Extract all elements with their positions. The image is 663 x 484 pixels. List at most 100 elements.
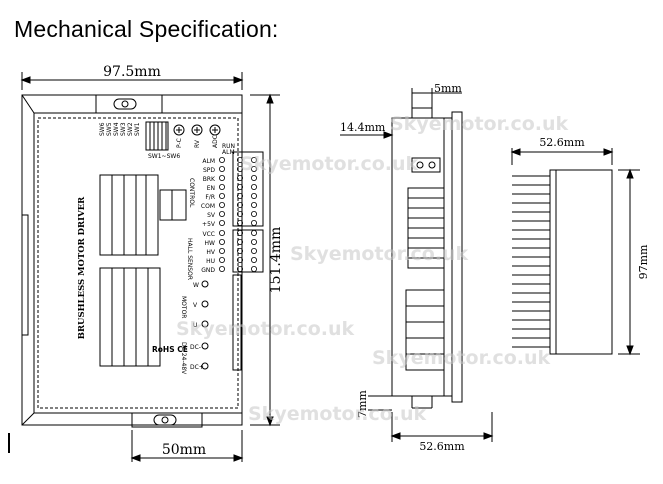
led-label: RUN <box>222 143 235 150</box>
certification-marks: RoHS CE <box>152 345 188 354</box>
control-terminal-labels: ALM SPD BRK EN F/R COM SV +5V CONTROL <box>188 158 216 228</box>
terminal-screws <box>201 156 257 370</box>
watermarks: Skyemotor.co.uk Skyemotor.co.uk Skyemoto… <box>176 113 569 425</box>
terminal-label: V <box>193 302 198 309</box>
terminal-screw <box>236 238 243 245</box>
heatsink-fins <box>512 175 550 348</box>
switch-label: SW2 <box>127 122 134 136</box>
terminal-screw <box>218 165 225 172</box>
switch-label: SW1 <box>134 122 141 136</box>
terminal-screw <box>218 238 225 245</box>
terminal-label: F/R <box>205 194 215 201</box>
terminal-screw <box>201 300 209 308</box>
terminal-screw <box>218 256 225 263</box>
terminal-screw <box>201 362 209 370</box>
bottom-dimension-label: 50mm <box>162 442 206 458</box>
terminal-label: SV <box>207 212 216 219</box>
terminal-screw <box>250 265 257 272</box>
terminal-label: COM <box>201 203 215 210</box>
switch-labels: SW6 SW5 SW4 SW3 SW2 SW1 <box>99 122 141 136</box>
motor-group-label: MOTOR <box>180 296 187 318</box>
terminal-label: DC+ <box>190 364 204 371</box>
heatsink-view <box>510 148 640 356</box>
watermark: Skyemotor.co.uk <box>240 153 419 175</box>
front-view <box>20 72 280 462</box>
terminal-screw <box>236 229 243 236</box>
page-title: Mechanical Specification: <box>14 16 279 42</box>
terminal-screw <box>250 165 257 172</box>
terminal-label: W <box>193 282 199 289</box>
terminal-screw <box>236 201 243 208</box>
terminal-label: GND <box>201 267 215 274</box>
terminal-screw <box>250 210 257 217</box>
terminal-screw <box>218 192 225 199</box>
terminal-screw <box>218 210 225 217</box>
pot-label: ADC <box>212 135 219 148</box>
terminal-screw <box>218 219 225 226</box>
switch-label: SW6 <box>99 122 106 136</box>
terminal-screw <box>218 201 225 208</box>
terminal-screw <box>218 156 225 163</box>
pot-label: RV <box>194 139 201 148</box>
control-group-label: CONTROL <box>188 178 195 208</box>
switch-label: SW4 <box>113 122 120 136</box>
hall-group-label: HALL SENSOR <box>186 238 193 280</box>
terminal-screw <box>250 183 257 190</box>
terminal-screw <box>250 256 257 263</box>
offset-dimension-label: 14.4mm <box>340 121 386 134</box>
heatsink-width-label: 52.6mm <box>539 136 585 149</box>
terminal-screw <box>236 156 243 163</box>
hall-terminal-labels: VCC HW HV HU GND HALL SENSOR <box>186 231 216 280</box>
bottom-tab-dimension-label: 7mm <box>356 390 369 418</box>
terminal-screw <box>236 219 243 226</box>
terminal-screw <box>250 174 257 181</box>
terminal-screw <box>201 342 209 350</box>
terminal-screw <box>236 247 243 254</box>
watermark: Skyemotor.co.uk <box>390 113 569 135</box>
terminal-screw <box>236 174 243 181</box>
terminal-screw <box>250 156 257 163</box>
terminal-label: HV <box>206 249 216 256</box>
dip-label: SW1~SW6 <box>148 153 180 160</box>
terminal-screw <box>236 256 243 263</box>
terminal-label: +5V <box>202 221 216 228</box>
terminal-label: U <box>193 322 197 329</box>
product-name: BRUSHLESS MOTOR DRIVER <box>77 196 87 339</box>
terminal-label: VCC <box>203 231 215 238</box>
terminal-screw <box>201 280 209 288</box>
terminal-screw <box>218 174 225 181</box>
switch-label: SW5 <box>106 122 113 136</box>
tab-dimension-label: 5mm <box>434 82 462 95</box>
terminal-label: ALM <box>202 158 215 165</box>
motor-terminal-labels: W V U MOTOR <box>180 282 199 329</box>
terminal-label: BRK <box>203 176 216 183</box>
terminal-label: DC- <box>190 344 201 351</box>
width-dimension-label: 97.5mm <box>103 64 161 80</box>
watermark: Skyemotor.co.uk <box>290 243 469 265</box>
terminal-screw <box>201 320 209 328</box>
terminal-screw <box>236 265 243 272</box>
terminal-label: EN <box>207 185 215 192</box>
side-view <box>340 88 494 442</box>
terminal-screw <box>250 247 257 254</box>
terminal-screw <box>236 165 243 172</box>
terminal-screw <box>250 229 257 236</box>
terminal-screw <box>236 183 243 190</box>
depth-dimension-label: 52.6mm <box>419 440 465 453</box>
heatsink-height-label: 97mm <box>637 244 650 279</box>
terminal-screw <box>236 192 243 199</box>
terminal-screw <box>250 201 257 208</box>
terminal-screw <box>218 247 225 254</box>
terminal-screw <box>250 219 257 226</box>
pot-label: P-C <box>176 138 183 148</box>
watermark: Skyemotor.co.uk <box>248 403 427 425</box>
terminal-screw <box>250 238 257 245</box>
terminal-screw <box>236 210 243 217</box>
watermark: Skyemotor.co.uk <box>176 318 355 340</box>
height-dimension-label: 151.4mm <box>268 227 284 294</box>
power-terminal-labels: DC- DC+ DC 24-48V <box>180 342 204 375</box>
power-group-label: DC 24-48V <box>180 342 187 375</box>
switch-label: SW3 <box>120 122 127 136</box>
